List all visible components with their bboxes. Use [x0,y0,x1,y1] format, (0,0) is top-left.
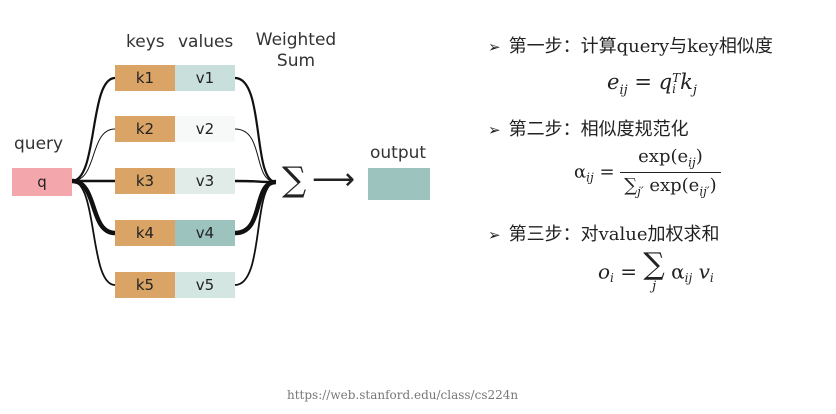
output-box [368,168,430,200]
query-to-key-line-5 [71,180,116,286]
formula-softmax: αij = exp(eij) ∑j′ exp(eij′) [574,146,721,198]
f3-sum-sub: j [652,279,657,294]
values-label: values [178,32,234,52]
f1-lhs: e [607,70,620,94]
f2-den-close: ) [709,174,717,196]
weighted-sum-label: Weighted Sum [250,30,342,72]
step-3-title: 第三步：对value加权求和 [508,224,720,245]
source-url: https://web.stanford.edu/class/cs224n [287,388,519,402]
value-to-sum-line-4 [234,179,277,236]
step-1: ➢ 第一步：计算query与key相似度 [488,32,773,58]
query-to-key-line-1 [71,76,116,183]
arrow-icon: ⟶ [312,162,356,197]
formula-weighted-sum: oi = ∑j αij vi [598,247,714,294]
f3-v: v [698,259,710,284]
sum-label: Sum [276,51,316,71]
step-3: ➢ 第三步：对value加权求和 [488,220,719,246]
f2-num-text: exp(e [638,146,689,167]
step-3-marker-icon: ➢ [488,226,501,244]
f2-lhs: α [574,161,587,183]
value-box-2: v2 [175,116,235,142]
key-box-3: k3 [115,168,175,194]
key-box-5: k5 [115,272,175,298]
f2-den-sum-sub: j′ [637,184,644,199]
f2-eq: = [599,161,615,183]
step-2-title: 第二步：相似度规范化 [508,119,689,140]
f3-sum: ∑j [643,247,665,294]
f3-lhs-sub: i [610,271,614,285]
f1-q-sup: T [672,70,681,85]
f1-lhs-sub: ij [619,83,628,99]
key-box-1: k1 [115,65,175,91]
query-to-key-line-2 [71,128,116,182]
step-1-title: 第一步：计算query与key相似度 [508,36,773,57]
f1-q: q [658,70,673,94]
step-2-marker-icon: ➢ [488,121,501,139]
weighted-label: Weighted [255,30,337,50]
keys-label: keys [126,32,165,52]
f3-sum-symbol: ∑ [643,247,665,282]
f2-fraction: exp(eij) ∑j′ exp(eij′) [620,146,721,199]
f2-numerator: exp(eij) [620,146,721,173]
f1-q-sub: i [672,81,676,96]
query-label: query [14,134,64,154]
f2-den-text: exp(e [643,174,700,196]
output-label: output [370,143,427,163]
f1-eq: = [634,70,652,94]
query-to-key-line-4 [71,178,116,236]
f3-alpha-sub: ij [684,271,693,285]
f2-num-sub: ij [688,155,696,170]
f1-k: k [680,70,693,94]
f2-den-sum: ∑ [624,174,638,196]
f2-num-close: ) [695,146,703,167]
value-box-1: v1 [175,65,235,91]
f3-lhs: o [598,259,611,284]
sum-symbol: ∑ [282,160,307,200]
f2-den-sub: ij′ [699,184,710,199]
query-box: q [12,168,72,196]
value-box-5: v5 [175,272,235,298]
f3-eq: = [620,259,638,284]
value-to-sum-line-5 [234,181,277,286]
key-box-2: k2 [115,116,175,142]
f3-alpha: α [671,259,685,284]
f1-k-sub: j [692,83,697,99]
key-box-4: k4 [115,220,175,246]
f3-v-sub: i [709,271,714,285]
value-to-sum-line-1 [234,76,277,184]
step-1-marker-icon: ➢ [488,38,501,56]
value-box-4: v4 [175,220,235,246]
f2-lhs-sub: ij [586,170,594,185]
step-2: ➢ 第二步：相似度规范化 [488,115,689,141]
f2-denominator: ∑j′ exp(eij′) [620,173,720,199]
value-box-3: v3 [175,168,235,194]
value-to-sum-line-2 [234,128,277,183]
